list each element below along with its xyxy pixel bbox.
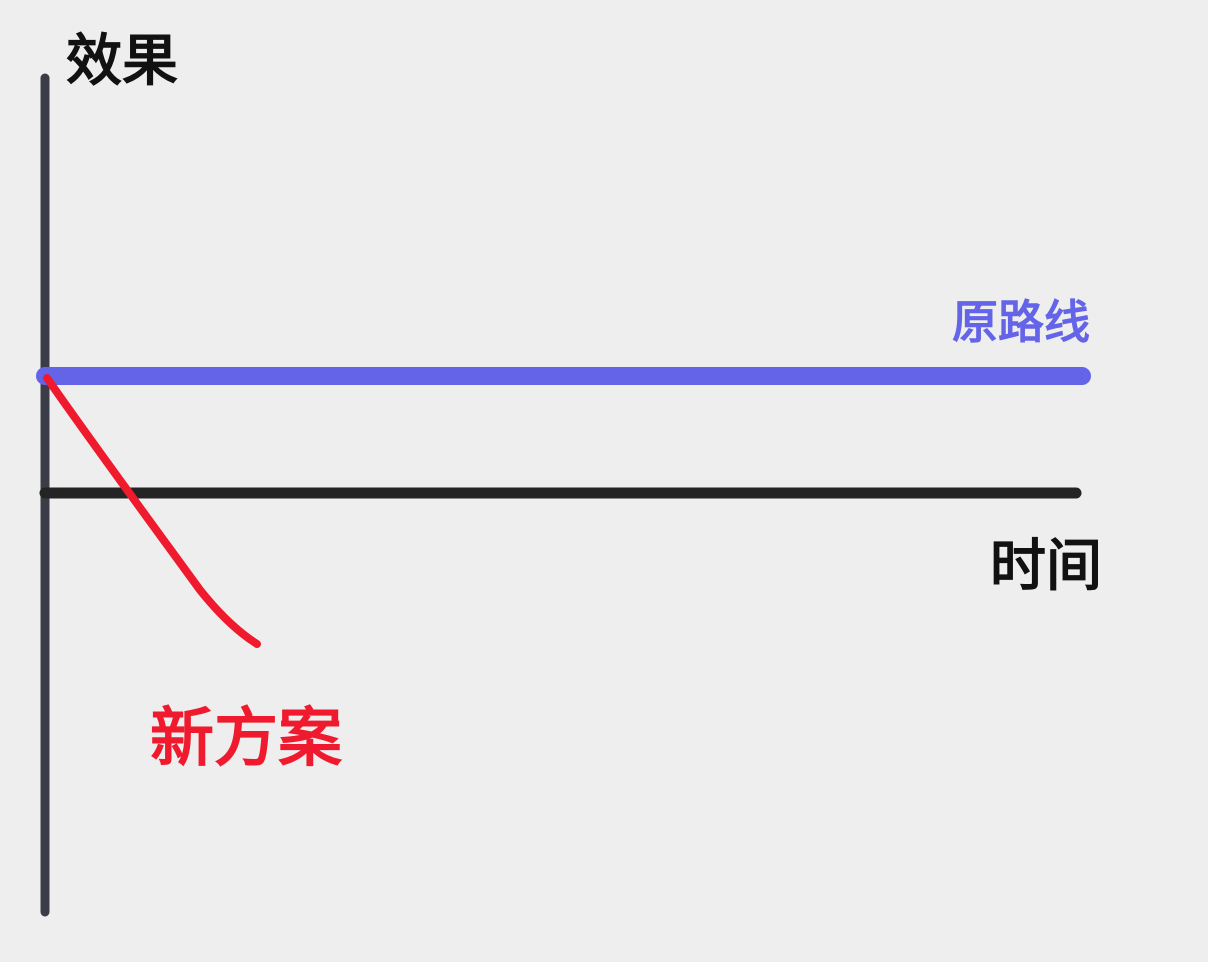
new-plan-label: 新方案 <box>150 702 343 776</box>
x-axis-label: 时间 <box>990 534 1102 599</box>
y-axis-label: 效果 <box>66 29 178 94</box>
new-plan-line <box>43 374 261 648</box>
original-route-label: 原路线 <box>952 295 1090 349</box>
